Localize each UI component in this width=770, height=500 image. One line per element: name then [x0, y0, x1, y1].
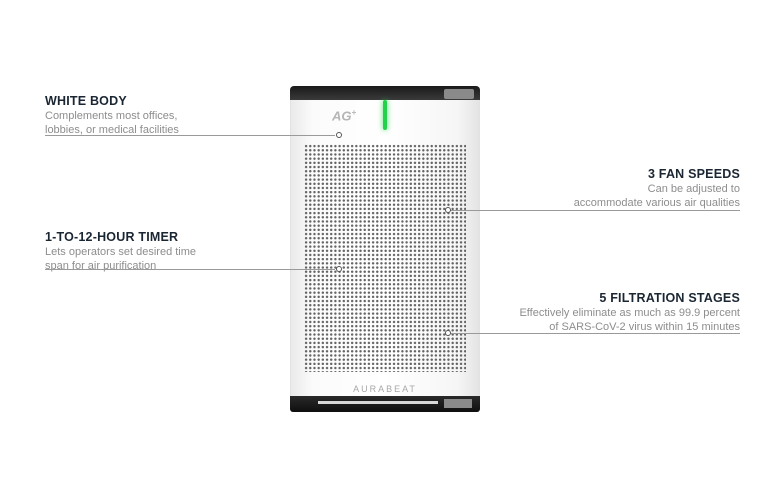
leader-line — [450, 333, 740, 334]
feature-title: 1-TO-12-HOUR TIMER — [45, 230, 179, 244]
feature-description-line: span for air purification — [45, 260, 157, 272]
status-indicator-light — [383, 100, 387, 130]
leader-dot — [445, 207, 451, 213]
feature-description-line: accommodate various air qualities — [573, 197, 740, 209]
feature-white-body: WHITE BODY Complements most offices, lob… — [45, 94, 179, 137]
feature-description-line: lobbies, or medical facilities — [45, 124, 179, 136]
feature-fan-speeds: 3 FAN SPEEDS Can be adjusted to accommod… — [574, 167, 740, 210]
air-purifier: AG+ AURABEAT — [290, 86, 480, 412]
product-logo: AG+ — [332, 108, 357, 124]
leader-line — [45, 135, 335, 136]
leader-dot — [445, 330, 451, 336]
feature-description-line: Effectively eliminate as much as 99.9 pe… — [519, 307, 740, 319]
purifier-base — [290, 396, 480, 412]
leader-line — [450, 210, 740, 211]
base-accent — [444, 399, 472, 408]
leader-dot — [336, 266, 342, 272]
feature-description-line: Can be adjusted to — [647, 183, 740, 195]
feature-title: 5 FILTRATION STAGES — [599, 291, 740, 305]
feature-filtration-stages: 5 FILTRATION STAGES Effectively eliminat… — [519, 291, 740, 334]
feature-title: WHITE BODY — [45, 94, 127, 108]
purifier-top-cap — [290, 86, 480, 100]
feature-description-line: Complements most offices, — [45, 110, 178, 122]
air-intake-slot — [318, 401, 438, 404]
feature-description-line: of SARS-CoV-2 virus within 15 minutes — [549, 321, 740, 333]
brand-label: AURABEAT — [353, 384, 417, 394]
feature-description-line: Lets operators set desired time — [45, 246, 197, 258]
leader-line — [45, 269, 335, 270]
feature-title: 3 FAN SPEEDS — [647, 167, 740, 181]
air-grille — [304, 144, 466, 372]
feature-timer: 1-TO-12-HOUR TIMER Lets operators set de… — [45, 230, 196, 273]
leader-dot — [336, 132, 342, 138]
